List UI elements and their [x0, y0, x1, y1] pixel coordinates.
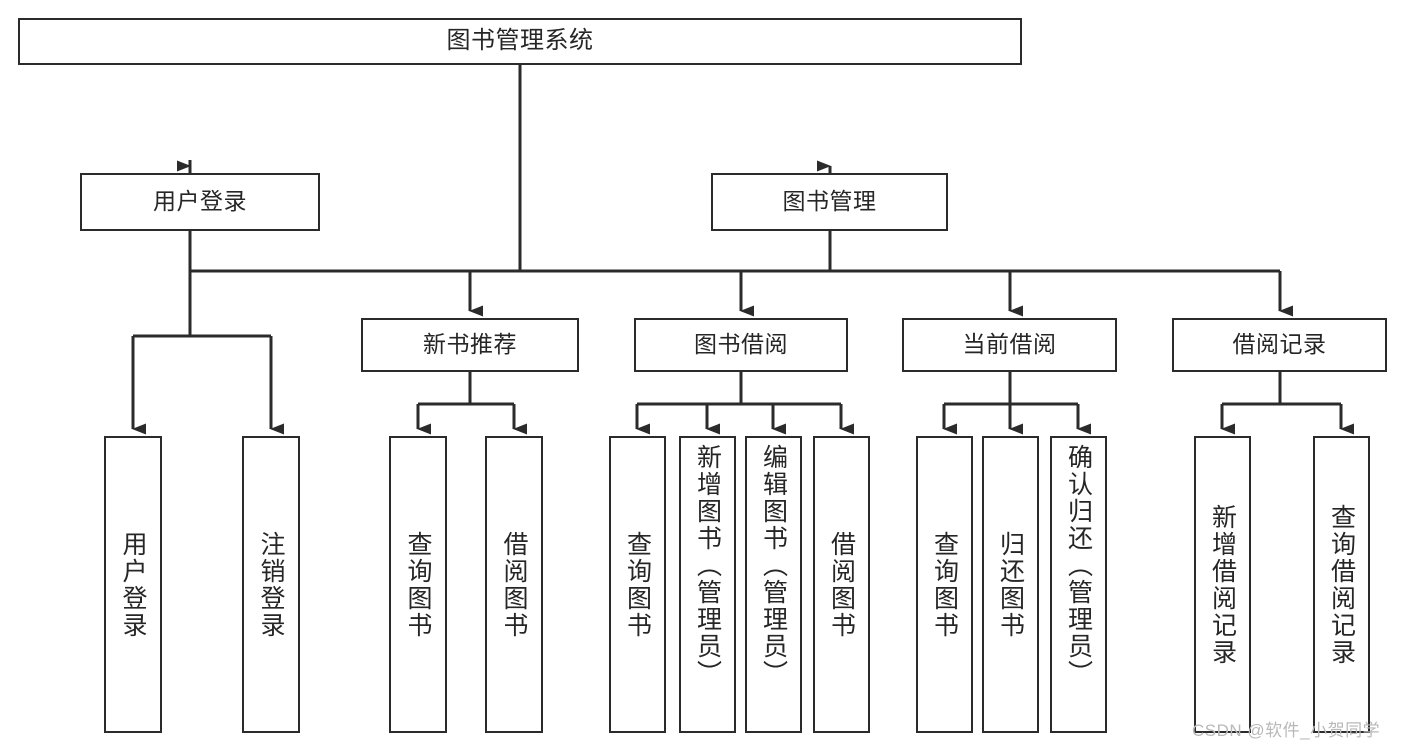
- node-label: 查询借阅记录: [1327, 503, 1356, 666]
- node-label: 新增借阅记录: [1208, 503, 1237, 666]
- node-label: 借阅记录: [1232, 331, 1327, 358]
- node-label: 查询图书: [404, 530, 432, 639]
- node-label: 确认归还（管理员）: [1064, 444, 1093, 687]
- leaf-query-book-borrow[interactable]: 查询图书: [609, 436, 666, 733]
- node-label: 注销登录: [257, 530, 285, 639]
- leaf-borrow-book-recommend[interactable]: 借阅图书: [485, 436, 543, 733]
- node-borrow-record[interactable]: 借阅记录: [1172, 318, 1387, 372]
- node-book-borrow[interactable]: 图书借阅: [634, 318, 848, 372]
- csdn-watermark: CSDN @软件_小贺同学: [1192, 721, 1381, 740]
- leaf-edit-book-admin[interactable]: 编辑图书（管理员）: [745, 436, 802, 733]
- node-label: 编辑图书（管理员）: [759, 444, 788, 687]
- node-book-management-system[interactable]: 图书管理系统: [18, 18, 1022, 65]
- leaf-return-book[interactable]: 归还图书: [982, 436, 1039, 733]
- leaf-query-book-recommend[interactable]: 查询图书: [389, 436, 447, 733]
- leaf-borrow-book[interactable]: 借阅图书: [813, 436, 870, 733]
- leaf-user-logout[interactable]: 注销登录: [242, 436, 300, 733]
- node-book-management[interactable]: 图书管理: [711, 173, 948, 231]
- leaf-query-borrow-record[interactable]: 查询借阅记录: [1313, 436, 1370, 733]
- leaf-query-book-current[interactable]: 查询图书: [916, 436, 973, 733]
- node-label: 新书推荐: [423, 331, 517, 358]
- node-label: 新增图书（管理员）: [693, 444, 722, 687]
- node-label: 用户登录: [119, 530, 147, 639]
- node-label: 用户登录: [153, 188, 247, 215]
- leaf-confirm-return-admin[interactable]: 确认归还（管理员）: [1050, 436, 1107, 733]
- node-label: 借阅图书: [500, 530, 528, 639]
- node-current-borrow[interactable]: 当前借阅: [902, 318, 1117, 372]
- leaf-add-borrow-record[interactable]: 新增借阅记录: [1194, 436, 1251, 733]
- node-user-login[interactable]: 用户登录: [80, 173, 320, 231]
- node-label: 当前借阅: [962, 331, 1057, 358]
- node-label: 借阅图书: [827, 530, 856, 639]
- node-label: 归还图书: [996, 530, 1025, 639]
- node-label: 图书管理系统: [446, 27, 594, 55]
- node-new-book-recommend[interactable]: 新书推荐: [361, 318, 579, 372]
- leaf-user-login[interactable]: 用户登录: [104, 436, 162, 733]
- node-label: 查询图书: [623, 530, 652, 639]
- leaf-add-book-admin[interactable]: 新增图书（管理员）: [679, 436, 736, 733]
- node-label: 图书借阅: [694, 331, 788, 358]
- node-label: 图书管理: [782, 188, 877, 215]
- node-label: 查询图书: [930, 530, 959, 639]
